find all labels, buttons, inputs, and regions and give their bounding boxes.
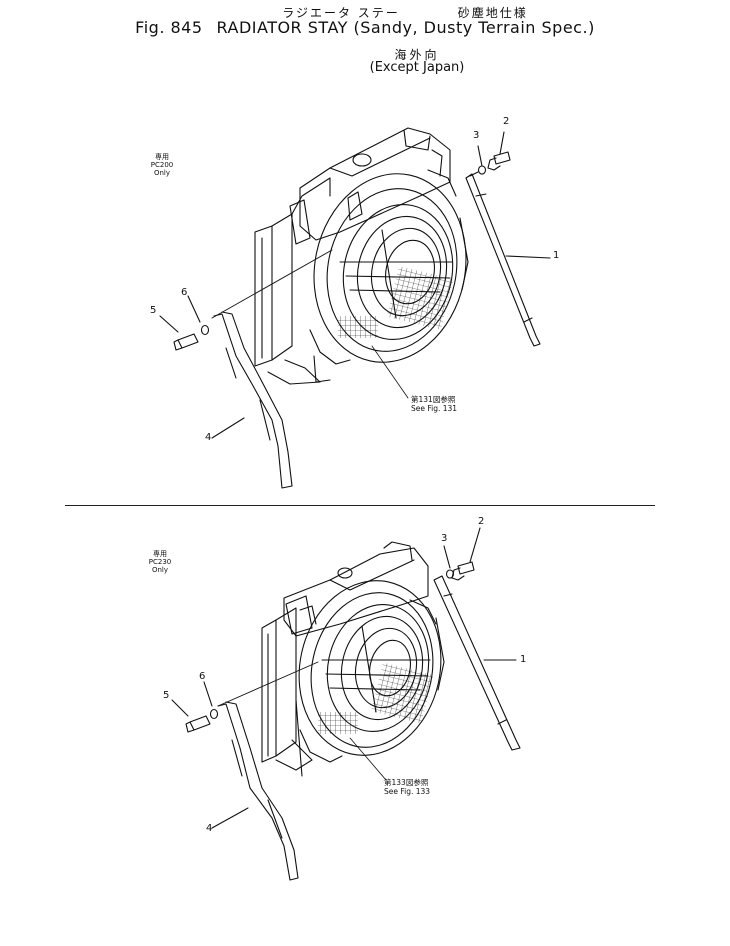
lower-ref-jp: 第133図参照 [384,778,429,787]
japanese-subtitle: 海外向 [394,48,440,62]
figure-title-text: RADIATOR STAY (Sandy, Dusty Terrain Spec… [216,18,595,37]
upper-callout-1: 1 [553,250,560,261]
upper-bolt-5-washer-6 [159,295,210,351]
lower-callout-5: 5 [163,690,170,701]
lower-model-note-en: PC230 Only [148,558,172,574]
lower-figure-reference: 第133図参照 See Fig. 133 [384,778,430,796]
lower-callout-6: 6 [199,671,206,682]
upper-callout-3: 3 [473,130,480,141]
upper-radiator-assembly [254,127,469,385]
upper-ref-en: See Fig. 131 [411,404,458,413]
figure-title: Fig. 845 RADIATOR STAY (Sandy, Dusty Terr… [0,18,730,37]
japanese-spec-label: 砂塵地仕様 [457,6,528,20]
lower-radiator-assembly [261,541,445,777]
lower-ref-en: See Fig. 133 [384,787,431,796]
section-divider [65,505,655,506]
upper-callout-4: 4 [205,432,212,443]
lower-reference-leader [349,737,387,781]
upper-callout-2: 2 [503,116,510,127]
lower-model-note-jp: 専用 [153,550,167,558]
japanese-title-part: ラジエータ ステー [282,6,400,20]
english-subtitle: (Except Japan) [369,60,465,75]
lower-callout-1: 1 [520,654,527,665]
lower-callout-2: 2 [478,516,485,527]
upper-callout-5: 5 [150,305,157,316]
upper-bolt-and-washer [469,131,511,177]
upper-stay-bracket [211,311,293,489]
upper-callout-6: 6 [181,287,188,298]
lower-callout-4: 4 [206,823,213,834]
upper-model-note: 専用 PC200 Only [142,153,182,177]
lower-stay-rod [433,575,521,751]
figure-number: Fig. 845 [135,18,203,37]
upper-ref-jp: 第131図参照 [411,395,456,404]
lower-stay-bracket [211,701,299,881]
upper-figure-reference: 第131図参照 See Fig. 131 [411,395,457,413]
upper-model-note-en: PC200 Only [150,161,174,177]
upper-reference-leader [371,345,409,399]
upper-model-note-jp: 専用 [155,153,169,161]
lower-bolt-and-washer [443,527,481,581]
lower-model-note: 専用 PC230 Only [140,550,180,574]
upper-stay-rod [465,173,551,347]
lower-bolt-5-washer-6 [171,681,219,733]
lower-callout-3: 3 [441,533,448,544]
japanese-title: ラジエータ ステー 砂塵地仕様 [40,4,730,21]
